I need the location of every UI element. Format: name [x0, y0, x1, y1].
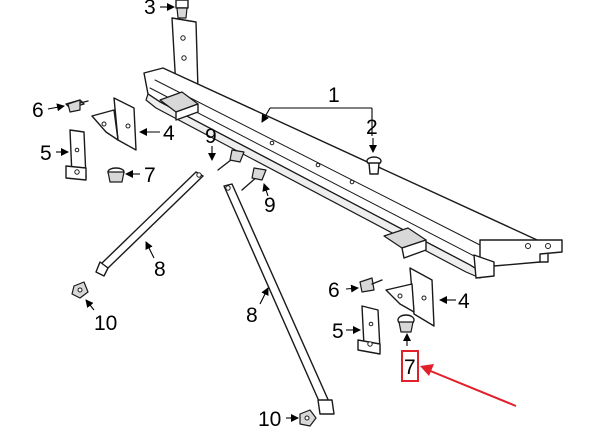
bracket-part-4-lower: [385, 267, 435, 327]
callout-10-left: 10: [94, 312, 117, 335]
crossmember-part-1: [143, 17, 563, 279]
highlight-arrow-head: [420, 364, 434, 376]
highlight-box: [401, 350, 419, 382]
bolt-part-3: [175, 0, 189, 19]
bolt-part-6-upper: [65, 99, 89, 113]
clip-nut-part-7-upper: [107, 167, 125, 183]
bolt-part-9-b: [241, 167, 267, 191]
tie-rod-part-8-left: [95, 171, 204, 277]
callout-6-upper: 6: [32, 99, 44, 122]
clip-nut-part-7-lower: [397, 314, 415, 333]
callout-9-b: 9: [264, 194, 276, 217]
callout-6-lower: 6: [328, 279, 340, 302]
leader-lines: [47, 3, 456, 422]
callout-8-right: 8: [246, 304, 258, 327]
highlight-callout-7: 7: [401, 350, 517, 407]
callout-7-highlighted: 7: [404, 356, 416, 379]
callout-1: 1: [328, 84, 340, 107]
callout-labels: 3 1 2 6 4 9 5 7 9 8 10 6 4 5 8 10: [32, 0, 470, 431]
callout-3: 3: [144, 0, 156, 19]
bolt-part-6-lower: [359, 277, 383, 293]
callout-4-lower: 4: [458, 290, 470, 313]
bracket-part-4-upper: [91, 97, 137, 151]
nut-part-10-left: [71, 281, 89, 299]
callout-5-upper: 5: [40, 142, 52, 165]
tie-rod-part-8-right: [223, 183, 335, 415]
clip-part-2: [366, 156, 382, 175]
callout-4-upper: 4: [163, 122, 175, 145]
bracket-part-5-upper: [65, 129, 87, 181]
bolt-part-9-a: [217, 149, 245, 171]
callout-8-left: 8: [154, 258, 166, 281]
callout-5-lower: 5: [332, 320, 344, 343]
callout-10-bottom: 10: [258, 408, 281, 431]
callout-7-upper: 7: [144, 164, 156, 187]
nut-part-10-bottom: [299, 409, 317, 427]
callout-2: 2: [366, 116, 378, 139]
callout-9-a: 9: [205, 125, 217, 148]
highlight-arrow-shaft: [427, 369, 517, 407]
bracket-part-5-lower: [357, 305, 381, 355]
